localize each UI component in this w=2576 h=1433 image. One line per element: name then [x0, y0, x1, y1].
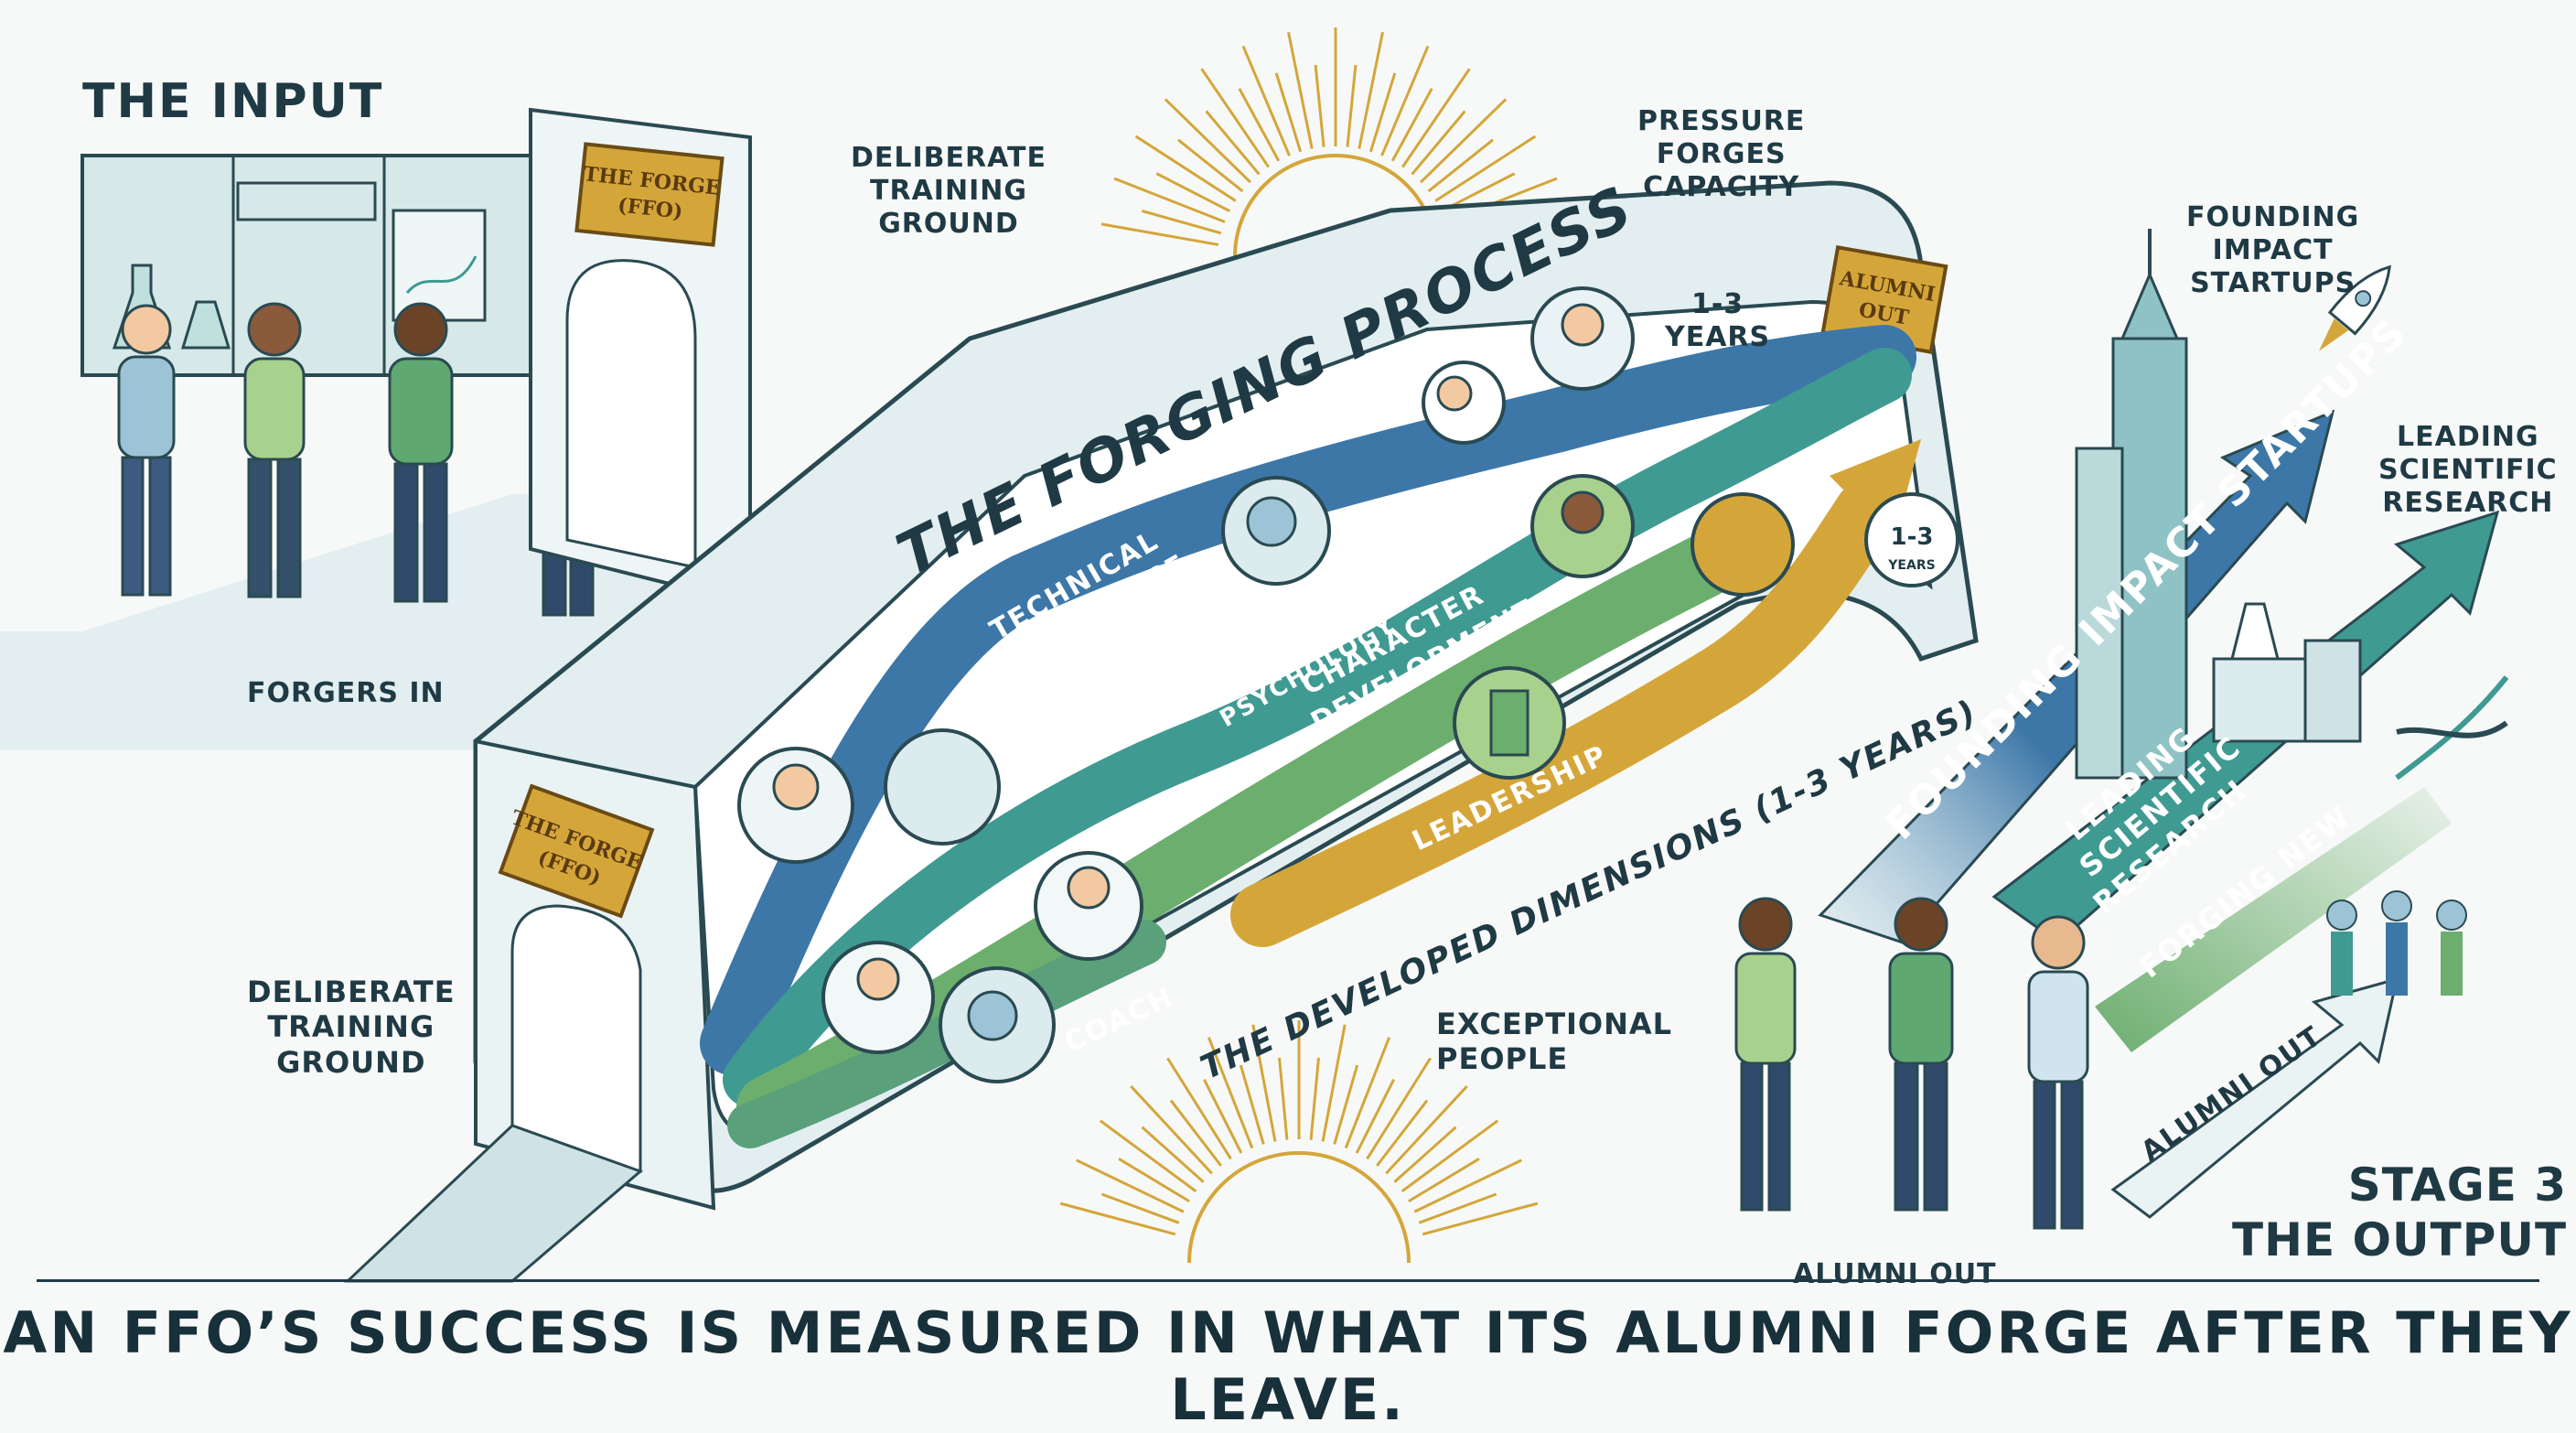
sun-ray	[1203, 1079, 1243, 1154]
sun-ray	[1380, 45, 1430, 156]
sun-ray	[1238, 88, 1281, 162]
sun-ray	[1366, 1057, 1432, 1160]
sun-ray	[1385, 1085, 1468, 1175]
forging-streams	[700, 325, 1921, 1148]
forge-entrance-gate	[529, 107, 752, 607]
sun-ray	[1166, 1057, 1232, 1160]
sun-ray	[1241, 45, 1291, 156]
sun-ray	[1100, 222, 1219, 246]
sun-ray	[1411, 110, 1466, 176]
years-badge-number: 1-3	[1891, 523, 1934, 551]
sun-ray	[1376, 1099, 1429, 1167]
sunburst-bottom	[1059, 1020, 1539, 1236]
dna-helix	[2395, 675, 2509, 781]
footer-divider	[37, 1279, 2539, 1282]
sun-ray	[1358, 31, 1384, 149]
years-badge-unit: YEARS	[1887, 558, 1935, 573]
sunburst-top	[1100, 27, 1571, 246]
sun-ray	[1207, 1037, 1254, 1149]
sun-ray	[1141, 209, 1222, 235]
years-top-label: 1-3 YEARS	[1665, 288, 1771, 353]
sun-ray	[1413, 1158, 1522, 1213]
sun-ray	[1177, 138, 1244, 193]
sun-ray	[1368, 72, 1397, 153]
portrait-medallions	[737, 286, 1959, 1083]
bottom-deliberate-training-ground: DELIBERATE TRAINING GROUND	[247, 975, 456, 1080]
sun-ray	[1164, 98, 1251, 184]
sun-ray	[1344, 1037, 1391, 1149]
sun-ray	[1169, 1099, 1222, 1167]
sun-ray	[1309, 1057, 1320, 1140]
sun-ray	[1059, 1201, 1176, 1236]
stream-leadership	[1230, 480, 1898, 947]
forgers-in-label: FORGERS IN	[247, 677, 445, 709]
sun-ray	[1422, 1201, 1539, 1236]
top-deliberate-training-ground: DELIBERATE TRAINING GROUND	[851, 142, 1046, 240]
exceptional-people: EXCEPTIONAL PEOPLE	[1436, 1007, 1673, 1077]
lab-building	[2212, 602, 2362, 743]
sun-ray	[1130, 1085, 1213, 1175]
skyscraper	[2075, 229, 2188, 780]
sun-ray	[1205, 110, 1261, 176]
sun-ray	[1076, 1158, 1185, 1213]
sun-ray	[1113, 177, 1226, 223]
sun-ray	[1099, 1119, 1197, 1193]
stage-3-output-title: STAGE 3 THE OUTPUT	[2232, 1158, 2568, 1266]
sun-ray	[1100, 1192, 1180, 1224]
pressure-forges-capacity: PRESSURE FORGES CAPACITY	[1637, 105, 1806, 203]
sun-ray	[1314, 64, 1326, 147]
founding-impact-startups-label: FOUNDING IMPACT STARTUPS	[2186, 201, 2360, 299]
sun-ray	[1408, 1158, 1480, 1203]
sun-ray	[1239, 1064, 1265, 1145]
footer-tagline: AN FFO’S SUCCESS IS MEASURED IN WHAT ITS…	[3, 1299, 2573, 1433]
sun-ray	[1434, 135, 1537, 202]
alumni-out-label: ALUMNI OUT	[1793, 1258, 1997, 1290]
sun-ray	[1134, 135, 1237, 202]
alumni-out-people	[1734, 890, 2467, 1230]
stream-technical	[700, 325, 1916, 1075]
sun-ray	[1251, 1024, 1277, 1142]
sun-ray	[1390, 88, 1433, 162]
rocket	[2319, 264, 2391, 351]
sun-ray	[1278, 1057, 1289, 1140]
leading-scientific-research-label: LEADING SCIENTIFIC RESEARCH	[2378, 421, 2558, 519]
sun-ray	[1333, 1064, 1359, 1145]
sun-ray	[1274, 72, 1303, 153]
sun-ray	[1155, 172, 1231, 213]
sun-ray	[1346, 64, 1358, 147]
sun-ray	[1321, 1024, 1347, 1142]
input-title: THE INPUT	[82, 74, 384, 129]
sun-ray	[1200, 68, 1271, 168]
sun-ray	[1141, 1126, 1205, 1183]
sun-ray	[1401, 1119, 1499, 1193]
sun-ray	[1420, 98, 1508, 184]
sun-ray	[1118, 1158, 1190, 1203]
stream-psychology	[723, 348, 1912, 1107]
sun-ray	[1427, 138, 1494, 193]
stream-coach	[727, 920, 1166, 1148]
sun-ray	[1287, 31, 1314, 149]
sun-ray	[1393, 1126, 1457, 1183]
sun-ray	[1355, 1079, 1395, 1154]
sun-ray	[1401, 68, 1471, 168]
sun-ray	[1418, 1192, 1497, 1224]
